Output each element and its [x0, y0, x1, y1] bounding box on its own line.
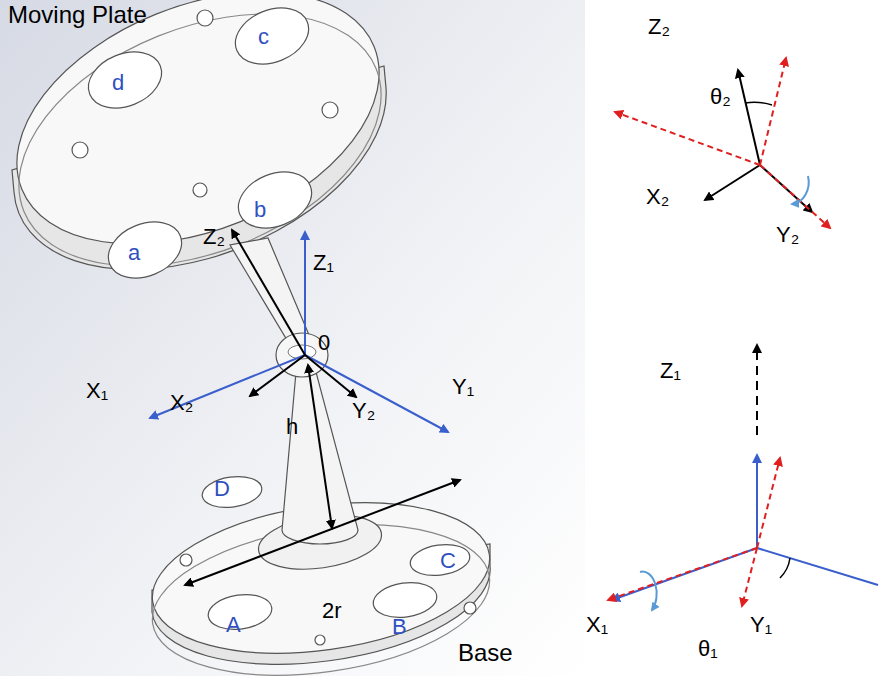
dimension-label: 2r	[322, 598, 342, 624]
dimension-label: h	[286, 414, 298, 440]
hole-label: a	[128, 240, 140, 266]
hole-label: c	[258, 24, 269, 50]
hole-label: C	[440, 548, 456, 574]
axis-label: Y₁	[750, 612, 772, 638]
axis-label: Y₂	[776, 222, 799, 248]
hole-label: b	[254, 197, 266, 223]
hole-label: d	[112, 70, 124, 96]
axis-label: X₂	[170, 390, 193, 416]
axis-label: X₂	[646, 184, 669, 210]
hole-label: A	[226, 612, 241, 638]
axis-label: Z₁	[313, 250, 334, 276]
axis-label: Y₁	[452, 374, 474, 400]
axis-label: Y₂	[352, 398, 375, 424]
angle-label: θ₁	[698, 636, 718, 662]
part-name: Moving Plate	[8, 2, 147, 28]
axis-label: Z₁	[660, 358, 681, 384]
origin-label: 0	[318, 330, 330, 356]
axis-label: X₁	[586, 612, 608, 638]
axis-label: X₁	[86, 378, 108, 404]
hole-label: B	[392, 614, 407, 640]
axis-label: Z₂	[203, 224, 225, 250]
angle-label: θ₂	[710, 84, 731, 110]
part-name: Base	[458, 640, 513, 666]
hole-label: D	[214, 476, 230, 502]
axis-label: Z₂	[648, 14, 670, 40]
